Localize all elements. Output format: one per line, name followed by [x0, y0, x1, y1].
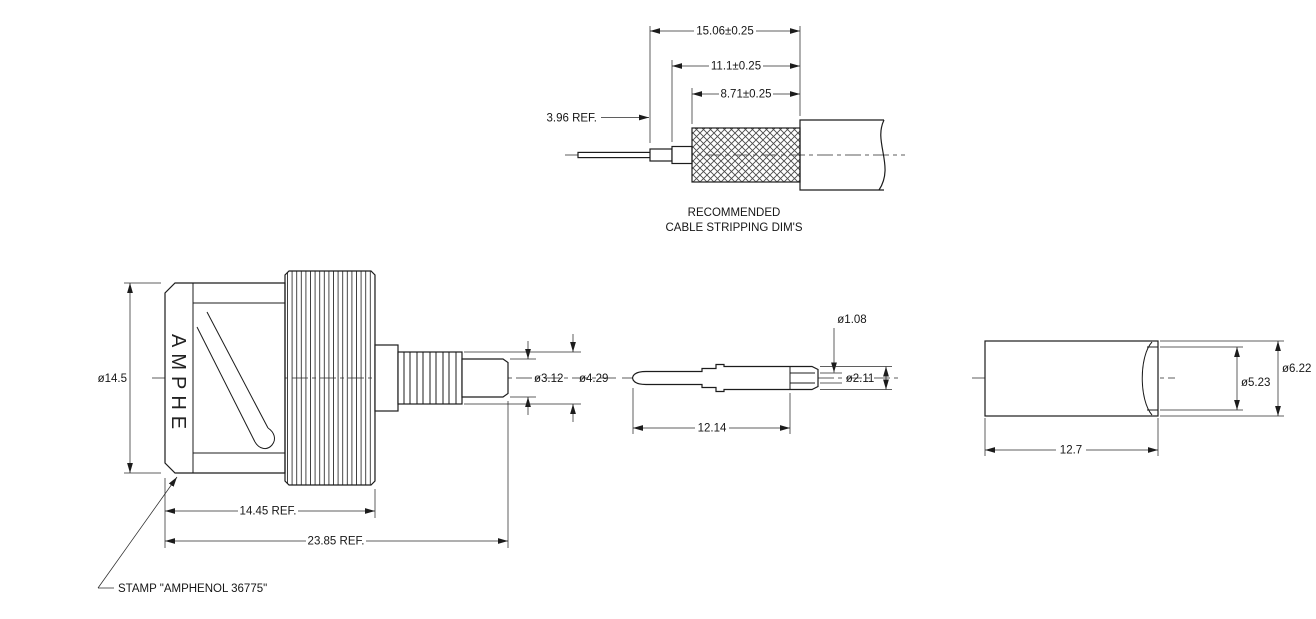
dim-dielectric-strip-label: 8.71±0.25: [720, 89, 771, 101]
len-front-ref-label: 14.45 REF.: [240, 506, 297, 518]
center-contact-view: ø1.08 ø2.11 12.14: [622, 314, 900, 435]
len-overall-ref-label: 23.85 REF.: [308, 536, 365, 548]
center-contact-pin: [631, 363, 819, 393]
connector-body-view: AMPHE ø14.5 ø3.12 ø4: [97, 270, 620, 595]
dim-overall-strip-label: 15.06±0.25: [696, 26, 753, 38]
cable-break-line: [878, 119, 886, 191]
body-shoulder: [374, 344, 399, 412]
stripping-caption-line2: CABLE STRIPPING DIM'S: [665, 222, 802, 234]
ferrule-dia-outer-label: ø6.22: [1282, 363, 1311, 375]
cable-jacket: [799, 119, 884, 191]
body-nose: [461, 358, 509, 398]
dia-coupling-nut-label: ø14.5: [98, 373, 127, 385]
braid-shield: [691, 127, 801, 183]
dim-conductor-ref-label: 3.96 REF.: [547, 113, 598, 125]
ferrule-view: ø6.22 ø5.23 12.7: [972, 340, 1311, 457]
dia-bore-label: ø1.08: [837, 314, 866, 326]
bayonet-slot-hook: [254, 427, 276, 450]
dim-braid-strip-label: 11.1±0.25: [711, 61, 761, 73]
contact-length-label: 12.14: [698, 423, 727, 435]
leader-line: [97, 476, 178, 589]
body-stamp-marking: AMPHE: [167, 334, 189, 435]
stamp-note-label: STAMP "AMPHENOL 36775": [118, 583, 267, 595]
dielectric-step: [649, 148, 673, 162]
stripping-caption-line1: RECOMMENDED: [688, 207, 781, 219]
bayonet-slot-line: [206, 311, 269, 429]
ferrule-dia-bore-label: ø5.23: [1241, 377, 1270, 389]
dia-nose-label: ø3.12: [534, 373, 563, 385]
dielectric: [671, 145, 693, 165]
dia-outer-label: ø2.11: [846, 373, 875, 385]
crimp-rib-lines: [403, 352, 457, 404]
bayonet-slot-line: [196, 326, 256, 443]
dia-shaft-label: ø4.29: [579, 373, 608, 385]
center-conductor: [577, 151, 655, 159]
ferrule-body: [984, 340, 1159, 417]
ferrule-length-label: 12.7: [1060, 445, 1082, 457]
knurled-ring: [284, 270, 376, 486]
cable-stripping-view: 15.06±0.25 11.1±0.25 8.71±0.25 3.96 REF.…: [547, 26, 905, 234]
